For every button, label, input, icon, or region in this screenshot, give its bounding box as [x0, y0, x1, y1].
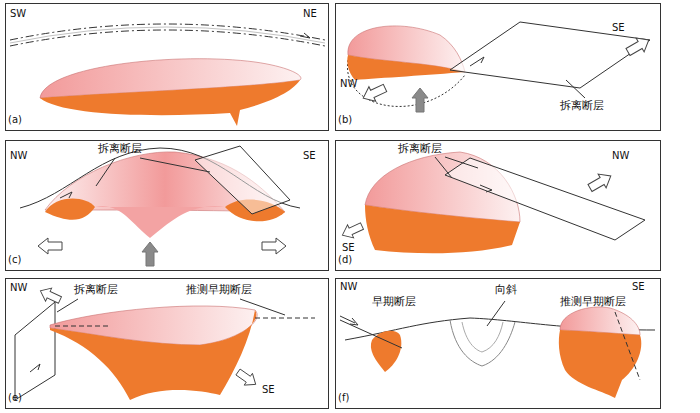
label: NE [303, 8, 317, 20]
panel-e-art [15, 284, 315, 400]
label: SE [632, 281, 645, 293]
panel-d-art [339, 152, 645, 253]
label: NW [612, 150, 629, 162]
label: NW [340, 78, 357, 90]
label: 向斜 [495, 284, 517, 297]
panel-c-art [20, 146, 300, 266]
label: SW [10, 8, 26, 20]
label: 拆离断层 [398, 143, 442, 156]
label: NW [10, 150, 27, 162]
label: 拆离断层 [98, 143, 142, 156]
panel-frames [6, 4, 661, 409]
label: 拆离断层 [560, 100, 604, 113]
label: SE [612, 22, 625, 34]
label: (c) [8, 254, 21, 266]
label: NW [340, 281, 357, 293]
label: (a) [8, 114, 22, 126]
label: 早期断层 [372, 296, 416, 309]
panel-a-art [10, 24, 325, 126]
label: SE [303, 150, 316, 162]
panel-f-art [340, 301, 655, 398]
label: SE [262, 384, 275, 396]
label: (e) [8, 392, 22, 404]
label: SE [342, 242, 355, 254]
label: (b) [338, 114, 352, 126]
label: NW [10, 282, 27, 294]
panel-b-art [347, 22, 653, 112]
label: 推测早期断层 [186, 284, 252, 297]
label: (d) [338, 254, 352, 266]
label: (f) [338, 392, 349, 404]
label: 拆离断层 [74, 284, 118, 297]
label: 推测早期断层 [560, 296, 626, 309]
